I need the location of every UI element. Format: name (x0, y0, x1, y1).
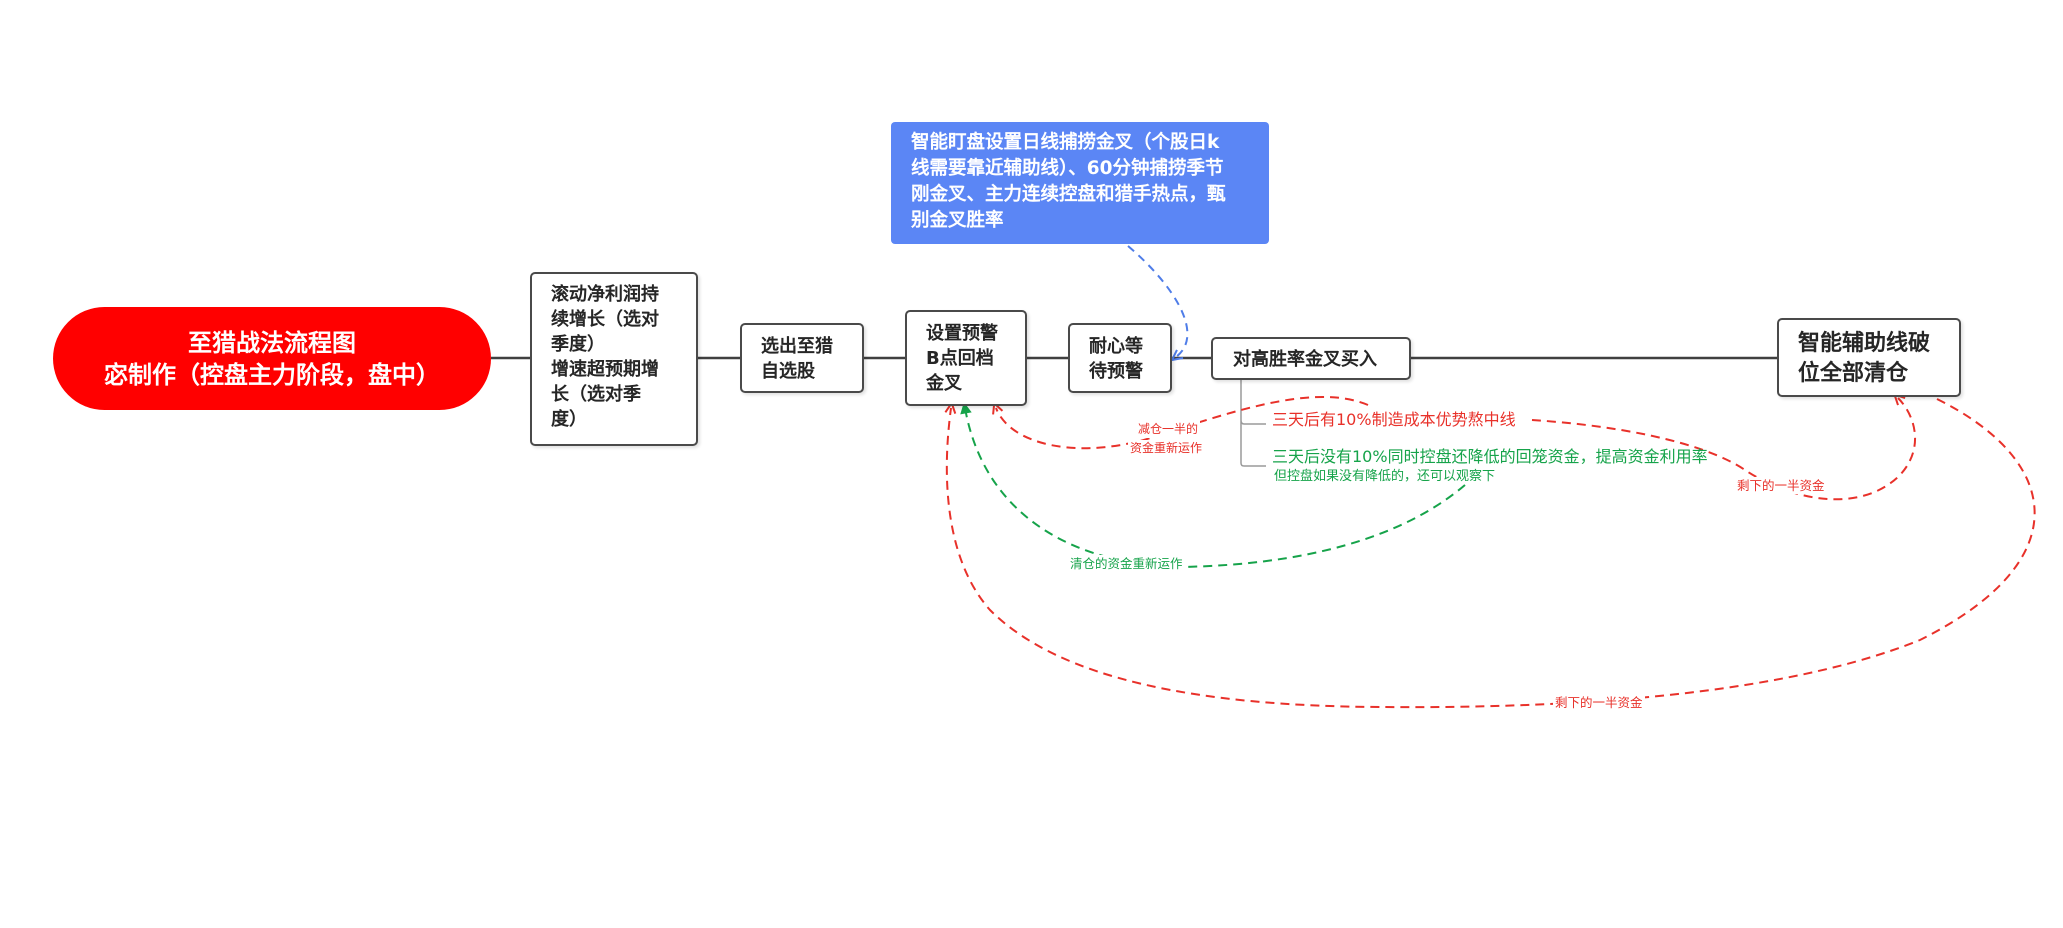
step-node-select-watchlist[interactable]: 选出至猎 自选股 (740, 323, 864, 393)
branch-red-text[interactable]: 三天后有10%制造成本优势熬中线 (1272, 410, 1516, 429)
step-node-profit-growth[interactable]: 滚动净利润持 续增长（选对 季度） 增速超预期增 长（选对季 度） (530, 272, 698, 446)
step-text-line: 季度） (551, 334, 605, 355)
step-text-line: 金叉 (926, 373, 962, 394)
step-node-set-alert[interactable]: 设置预警 B点回档 金叉 (905, 310, 1027, 406)
step-text-line: 位全部清仓 (1798, 361, 1909, 386)
reduce-half-label: 减仓一半的 (1136, 421, 1201, 438)
step-text-line: B点回档 (926, 348, 994, 369)
step-text-line: 自选股 (761, 361, 815, 382)
branch-bracket (1240, 380, 1266, 467)
reduce-half-label-line1: 减仓一半的 (1138, 422, 1199, 436)
note-callout[interactable]: 智能盯盘设置日线捕捞金叉（个股日k 线需要靠近辅助线）、60分钟捕捞季节 刚金叉… (891, 122, 1269, 244)
root-node[interactable]: 至猎战法流程图 宓制作（控盘主力阶段，盘中） (53, 307, 491, 410)
reduce-half-label-line2: 资金重新运作 (1128, 440, 1205, 457)
root-subtitle: 宓制作（控盘主力阶段，盘中） (104, 360, 440, 389)
note-line: 别金叉胜率 (911, 210, 1004, 231)
remaining-half-label-a: 剩下的一半资金 (1735, 477, 1827, 494)
step-text-line: 耐心等 (1089, 336, 1143, 357)
step-text-line: 设置预警 (926, 323, 998, 344)
step-text-line: 选出至猎 (761, 336, 833, 357)
step-text-line: 待预警 (1089, 361, 1143, 382)
note-line: 刚金叉、主力连续控盘和猎手热点，甄 (911, 184, 1226, 205)
root-title: 至猎战法流程图 (188, 328, 356, 357)
cleared-capital-return-arrow (965, 408, 1466, 569)
step-node-exit[interactable]: 智能辅助线破 位全部清仓 (1777, 318, 1961, 397)
cleared-capital-label: 清仓的资金重新运作 (1068, 555, 1185, 572)
remaining-half-label-b: 剩下的一半资金 (1553, 694, 1645, 711)
step-text-line: 智能辅助线破 (1798, 331, 1931, 356)
step-node-buy[interactable]: 对高胜率金叉买入 (1211, 337, 1411, 380)
step-node-wait-alert[interactable]: 耐心等 待预警 (1068, 323, 1172, 393)
note-line: 线需要靠近辅助线）、60分钟捕捞季节 (911, 158, 1224, 179)
step-text-line: 对高胜率金叉买入 (1233, 349, 1377, 370)
step-text-line: 续增长（选对 (551, 309, 659, 330)
step-text-line: 长（选对季 (551, 384, 641, 405)
branch-green-subtext: 但控盘如果没有降低的，还可以观察下 (1274, 469, 1496, 484)
step-text-line: 度） (551, 409, 587, 430)
step-text-line: 滚动净利润持 (551, 284, 659, 305)
exit-half-return-loop (947, 398, 2036, 709)
branch-green-text[interactable]: 三天后没有10%同时控盘还降低的回笼资金，提高资金利用率 (1272, 447, 1708, 466)
note-to-step4-arrow (1127, 245, 1189, 357)
step-text-line: 增速超预期增 (551, 359, 659, 380)
note-line: 智能盯盘设置日线捕捞金叉（个股日k (911, 132, 1220, 153)
